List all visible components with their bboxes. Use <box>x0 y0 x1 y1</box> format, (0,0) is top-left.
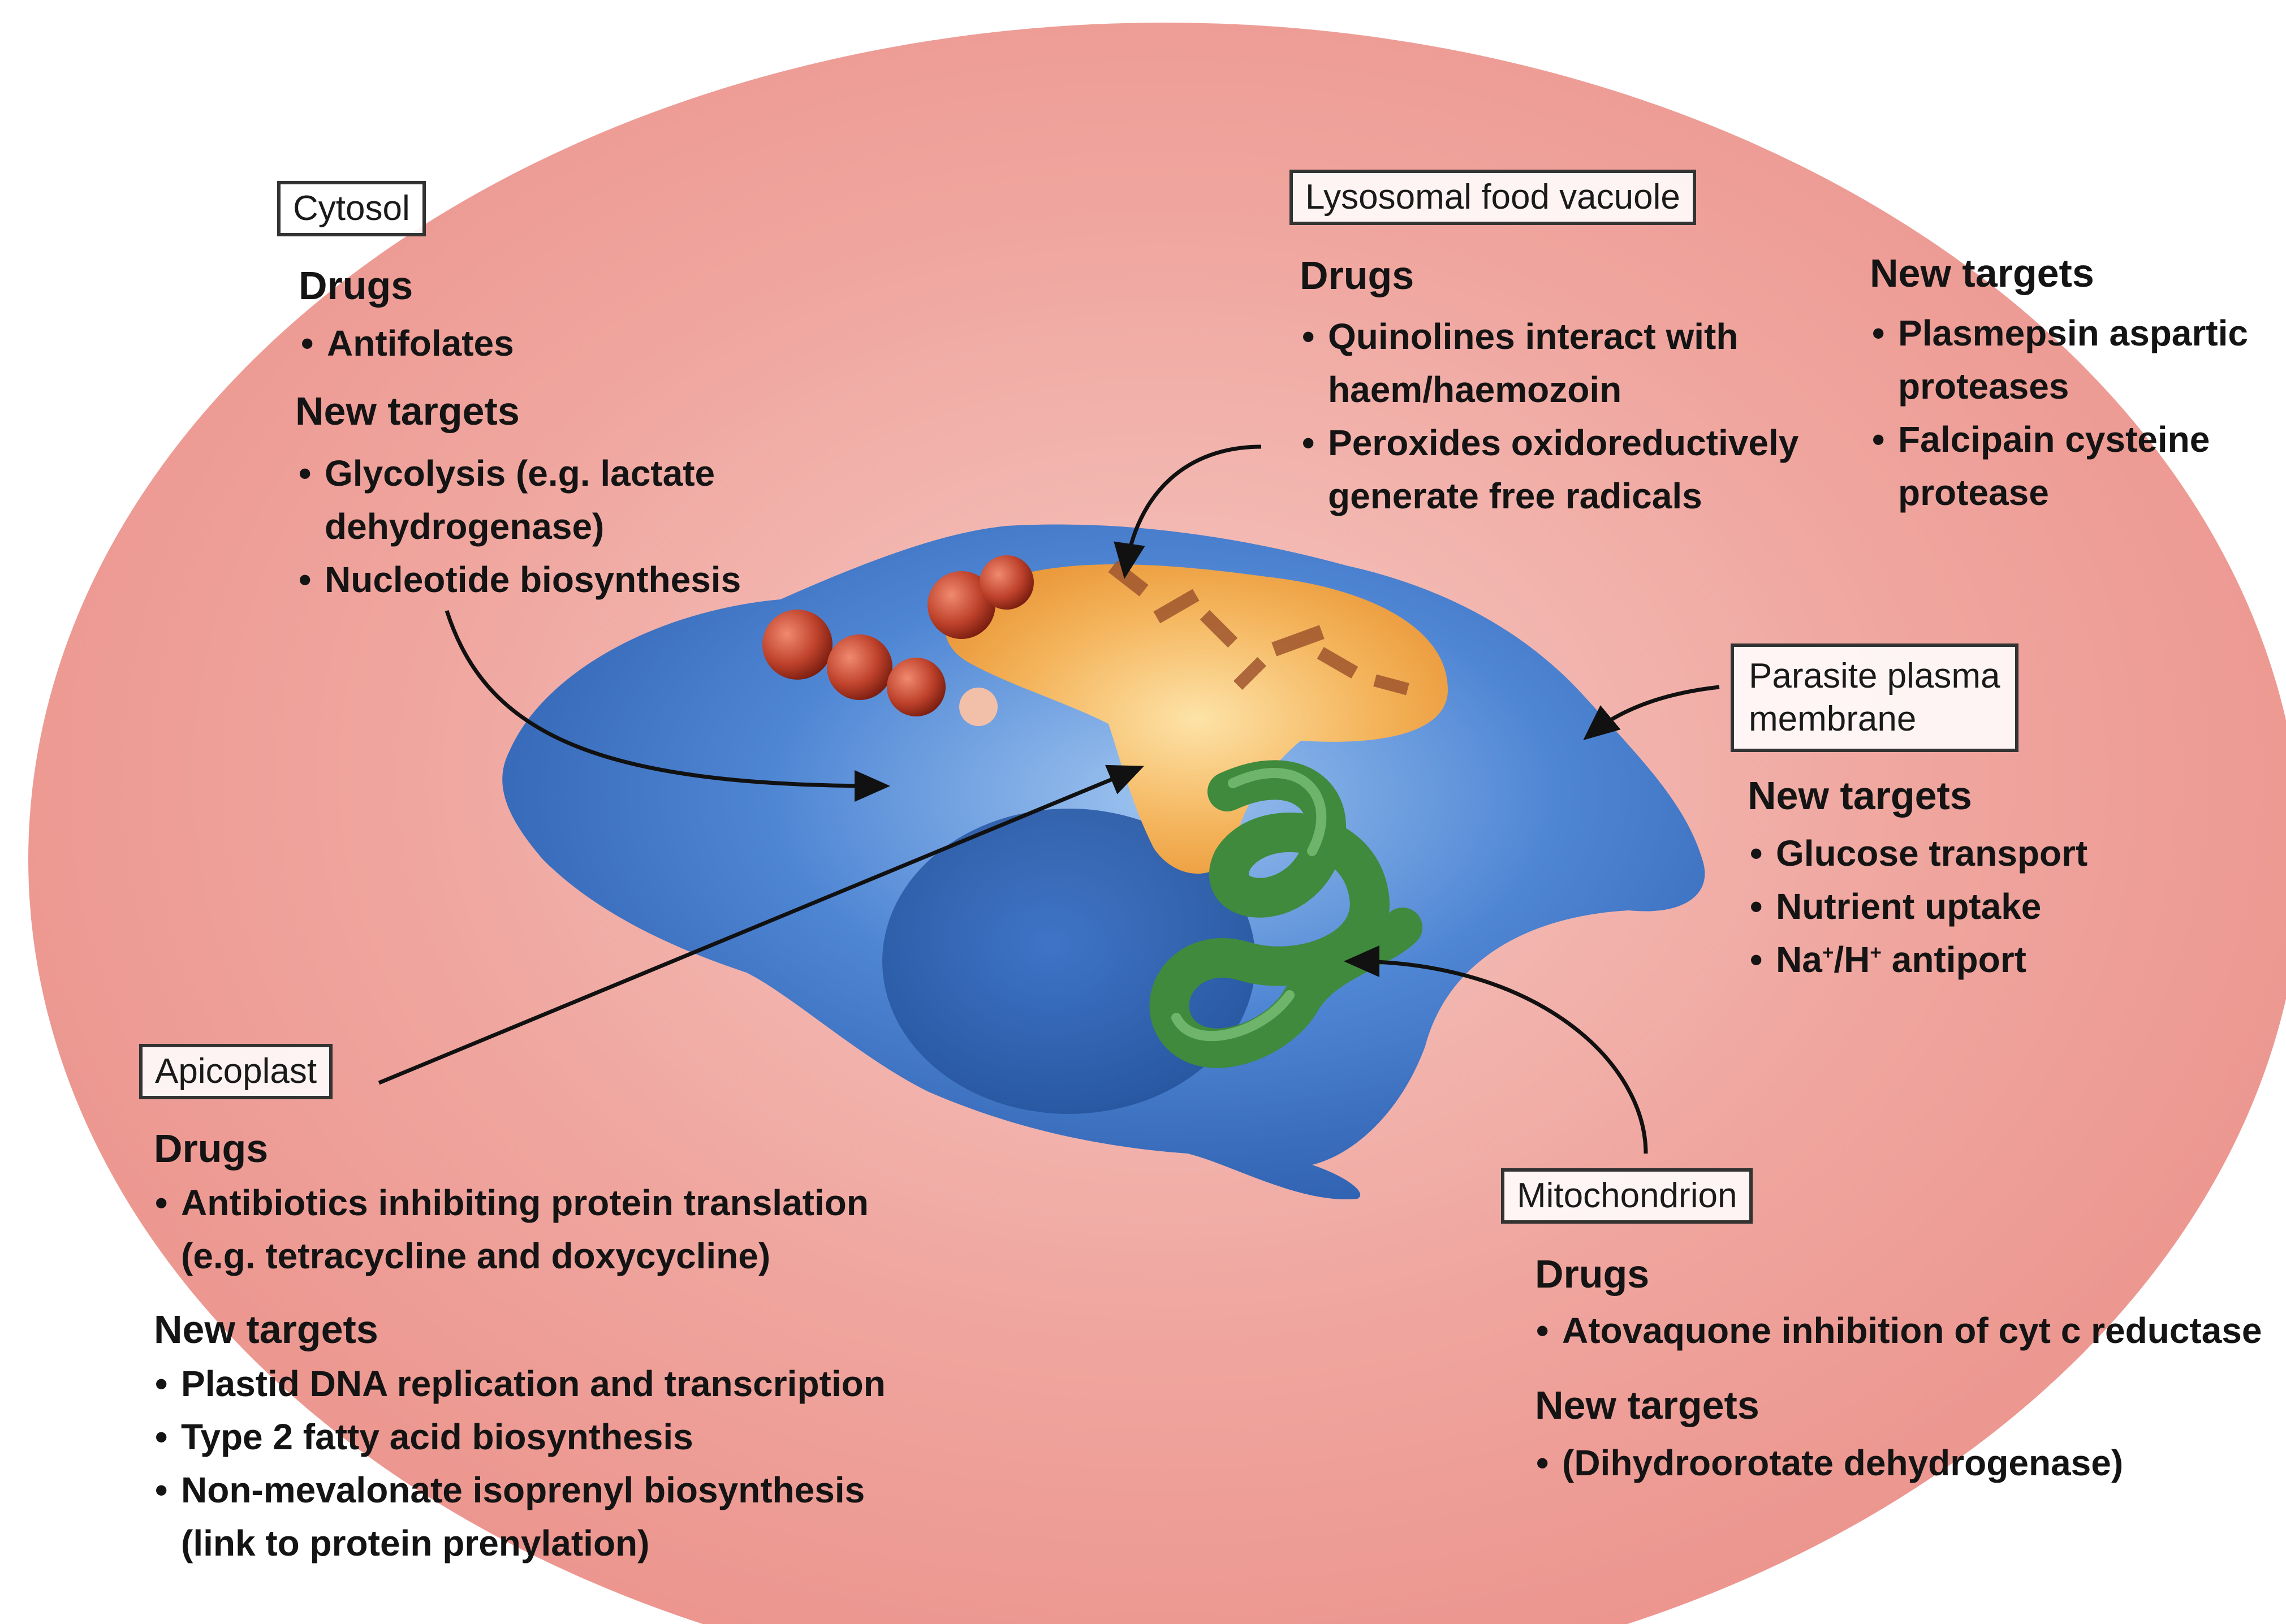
mitochondrion-targets-list: (Dihydroorotate dehydrogenase) <box>1533 1436 2123 1489</box>
list-item: Non-mevalonate isoprenyl biosynthesis (l… <box>152 1463 886 1570</box>
apicoplast-drugs-list: Antibiotics inhibiting protein translati… <box>152 1176 869 1282</box>
list-item: Nutrient uptake <box>1746 880 2087 933</box>
list-item-line2: dehydrogenase) <box>325 500 741 553</box>
list-item: Plasmepsin aspartic proteases <box>1869 306 2248 413</box>
apicoplast-targets-heading: New targets <box>154 1304 378 1355</box>
list-item: Plastid DNA replication and transcriptio… <box>152 1357 886 1410</box>
list-item: Na+/H+ antiport <box>1746 933 2087 986</box>
list-item: Quinolines interact with haem/haemozoin <box>1299 310 1798 416</box>
membrane-label-line2: membrane <box>1749 698 2000 741</box>
vacuole-drugs-heading: Drugs <box>1300 250 1414 301</box>
list-item-line1: Antibiotics inhibiting protein translati… <box>181 1182 869 1223</box>
list-item-line1: Glycolysis (e.g. lactate <box>325 453 715 494</box>
list-item: Type 2 fatty acid biosynthesis <box>152 1410 886 1463</box>
list-item-line2: haem/haemozoin <box>1328 363 1798 416</box>
list-item: Atovaquone inhibition of cyt c reductase <box>1533 1304 2262 1357</box>
list-item-line1: Peroxides oxidoreductively <box>1328 422 1798 463</box>
mitochondrion-label: Mitochondrion <box>1501 1168 1753 1224</box>
vacuole-label: Lysosomal food vacuole <box>1289 170 1696 225</box>
cytosol-drugs-heading: Drugs <box>299 260 413 311</box>
cytosol-targets-list: Glycolysis (e.g. lactate dehydrogenase) … <box>295 447 741 606</box>
list-item: Nucleotide biosynthesis <box>295 553 741 606</box>
antiport-h: /H <box>1834 939 1870 980</box>
list-item-line1: Non-mevalonate isoprenyl biosynthesis <box>181 1470 865 1510</box>
vacuole-targets-heading: New targets <box>1870 248 2094 299</box>
membrane-label-line1: Parasite plasma <box>1749 655 2000 698</box>
list-item-line2: (e.g. tetracycline and doxycycline) <box>181 1229 869 1282</box>
antiport-na: Na <box>1776 939 1822 980</box>
list-item-line1: Plasmepsin aspartic <box>1898 313 2248 353</box>
list-item-line2: generate free radicals <box>1328 469 1798 522</box>
list-item-line1: Quinolines interact with <box>1328 316 1738 357</box>
mitochondrion-drugs-heading: Drugs <box>1535 1249 1649 1299</box>
mitochondrion-targets-heading: New targets <box>1535 1380 1759 1431</box>
list-item: (Dihydroorotate dehydrogenase) <box>1533 1436 2123 1489</box>
apicoplast-label: Apicoplast <box>139 1044 333 1099</box>
membrane-targets-list: Glucose transport Nutrient uptake Na+/H+… <box>1746 827 2087 986</box>
list-item-line2: protease <box>1898 466 2248 519</box>
list-item: Antifolates <box>297 317 514 370</box>
list-item: Glycolysis (e.g. lactate dehydrogenase) <box>295 447 741 553</box>
vacuole-drugs-list: Quinolines interact with haem/haemozoin … <box>1299 310 1798 522</box>
list-item: Glucose transport <box>1746 827 2087 880</box>
antiport-sup: + <box>1822 942 1834 964</box>
cytosol-label: Cytosol <box>277 181 426 236</box>
apicoplast-drugs-heading: Drugs <box>154 1123 268 1174</box>
membrane-targets-heading: New targets <box>1748 770 1972 821</box>
membrane-label: Parasite plasma membrane <box>1731 643 2018 752</box>
apicoplast-targets-list: Plastid DNA replication and transcriptio… <box>152 1357 886 1570</box>
list-item: Peroxides oxidoreductively generate free… <box>1299 416 1798 522</box>
cytosol-drugs-list: Antifolates <box>297 317 514 370</box>
antiport-sup: + <box>1870 942 1882 964</box>
list-item-line2: proteases <box>1898 360 2248 413</box>
mitochondrion-drugs-list: Atovaquone inhibition of cyt c reductase <box>1533 1304 2262 1357</box>
list-item: Falcipain cysteine protease <box>1869 413 2248 519</box>
list-item-line2: (link to protein prenylation) <box>181 1517 886 1570</box>
list-item: Antibiotics inhibiting protein translati… <box>152 1176 869 1282</box>
vacuole-targets-list: Plasmepsin aspartic proteases Falcipain … <box>1869 306 2248 519</box>
cytosol-targets-heading: New targets <box>295 386 520 437</box>
list-item-line1: Falcipain cysteine <box>1898 419 2210 460</box>
antiport-rest: antiport <box>1882 939 2026 980</box>
